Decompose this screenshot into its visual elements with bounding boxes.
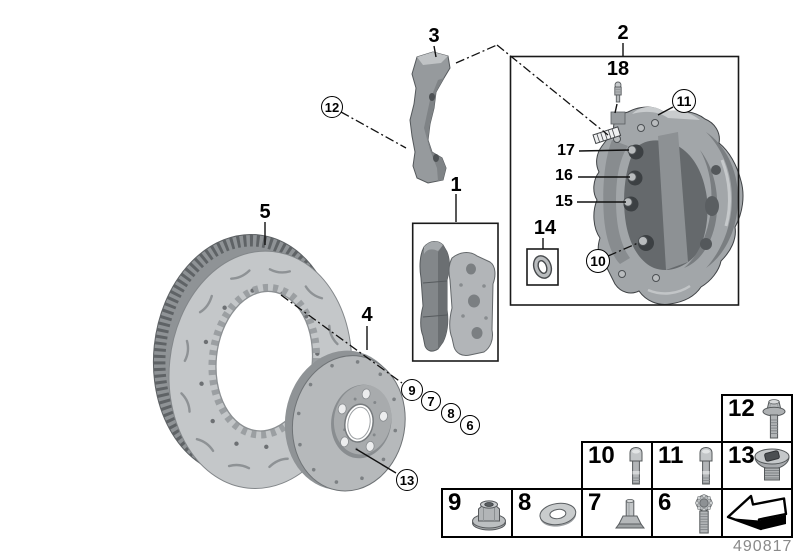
flange-nut-icon — [472, 500, 506, 531]
disc-hub — [284, 350, 406, 492]
legend-cell-6[interactable]: 6 — [651, 488, 723, 538]
multi-point-bolt-icon — [694, 493, 714, 534]
pad-detail-box — [411, 222, 499, 362]
callout-9[interactable]: 9 — [401, 379, 423, 401]
axis-lines — [280, 44, 639, 384]
part-label-17: 17 — [557, 142, 575, 159]
callout-12[interactable]: 12 — [321, 96, 343, 118]
socket-head-bolt-icon — [699, 446, 713, 485]
part-label-15: 15 — [555, 193, 573, 210]
legend-cell-8[interactable]: 8 — [511, 488, 583, 538]
legend-cell-7[interactable]: 7 — [581, 488, 653, 538]
leader-lines — [264, 43, 674, 474]
legend-number: 9 — [448, 489, 462, 516]
legend-number: 10 — [588, 442, 615, 469]
callout-8[interactable]: 8 — [441, 403, 461, 423]
socket-head-bolt-icon — [629, 446, 643, 485]
legend-cell-9[interactable]: 9 — [441, 488, 513, 538]
pad-retaining-pin-icon — [615, 499, 645, 529]
legend-number: 13 — [728, 442, 755, 469]
legend-number: 8 — [518, 489, 532, 516]
legend-number: 12 — [728, 395, 755, 422]
part-number: 490817 — [733, 538, 793, 555]
hex-flange-bolt-icon — [762, 399, 786, 439]
legend-cell-13[interactable]: 13 — [721, 441, 793, 490]
legend-number: 11 — [658, 442, 684, 469]
legend-cell-11[interactable]: 11 — [651, 441, 723, 490]
legend-cell-arrow[interactable] — [721, 488, 793, 538]
part-label-2: 2 — [617, 22, 629, 44]
part-label-14: 14 — [533, 217, 557, 239]
bleed-screw — [614, 81, 622, 103]
part-label-3: 3 — [428, 25, 440, 47]
callout-11[interactable]: 11 — [672, 89, 696, 113]
direction-arrow-icon — [726, 494, 788, 531]
o-ring — [532, 255, 553, 279]
callout-6[interactable]: 6 — [460, 415, 480, 435]
screw-plug-icon — [754, 448, 790, 481]
part-label-1: 1 — [450, 174, 462, 196]
part-label-5: 5 — [259, 201, 271, 223]
washer-icon — [539, 502, 577, 527]
legend-cell-10[interactable]: 10 — [581, 441, 653, 490]
legend-number: 7 — [588, 489, 602, 516]
legend-cell-12[interactable]: 12 — [721, 394, 793, 443]
callout-10[interactable]: 10 — [586, 249, 610, 273]
legend-number: 6 — [658, 489, 672, 516]
caliper-detail-box — [509, 55, 740, 306]
callout-7[interactable]: 7 — [421, 391, 441, 411]
part-label-18: 18 — [606, 58, 630, 80]
brake-caliper — [592, 106, 744, 305]
part-label-16: 16 — [555, 167, 573, 184]
part-label-4: 4 — [361, 304, 373, 326]
brake-pad-set — [419, 241, 496, 356]
callout-13[interactable]: 13 — [396, 469, 418, 491]
caliper-mount-plate — [409, 51, 451, 184]
